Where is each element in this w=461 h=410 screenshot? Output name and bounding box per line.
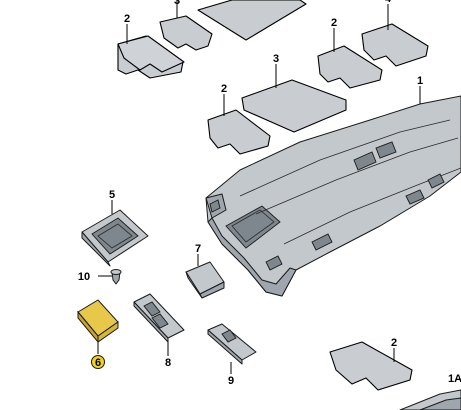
callout-6-badge: 6 — [91, 355, 105, 369]
pad-part-2-right — [317, 45, 383, 89]
callout-9: 9 — [228, 375, 234, 387]
part-6-highlighted — [77, 299, 119, 344]
pad-part-3-top — [197, 0, 307, 41]
pad-part-2-top-center — [159, 15, 213, 51]
screw-part-10 — [110, 269, 122, 285]
callout-6: 6 — [95, 357, 101, 369]
callout-7: 7 — [195, 243, 201, 255]
console-part-5 — [81, 209, 149, 267]
trim-part-9 — [207, 323, 257, 365]
trim-part-8 — [133, 293, 185, 343]
headliner-part-1 — [205, 95, 461, 297]
callout-5: 5 — [109, 189, 115, 201]
cover-part-7 — [185, 261, 225, 299]
callout-2-center-left: 2 — [221, 83, 227, 95]
callout-4: 4 — [385, 0, 392, 5]
callout-8: 8 — [165, 357, 171, 369]
callout-10: 10 — [78, 271, 90, 283]
pad-part-2-top-left — [117, 35, 185, 79]
pad-part-3-center — [241, 79, 347, 133]
callout-1a: 1A — [448, 373, 461, 385]
callout-1: 1 — [417, 75, 423, 87]
callout-3-center: 3 — [273, 53, 279, 65]
callout-2-top-left: 2 — [124, 13, 130, 25]
callout-2-right: 2 — [331, 17, 337, 29]
callout-3-top: 3 — [174, 0, 180, 7]
pad-part-2-bottom-right — [329, 341, 413, 391]
callout-2-bottom: 2 — [391, 337, 397, 349]
pad-part-4-top-right — [361, 23, 429, 67]
pad-part-2-center-left — [207, 109, 271, 155]
part-1a-bottom-right — [399, 389, 461, 410]
